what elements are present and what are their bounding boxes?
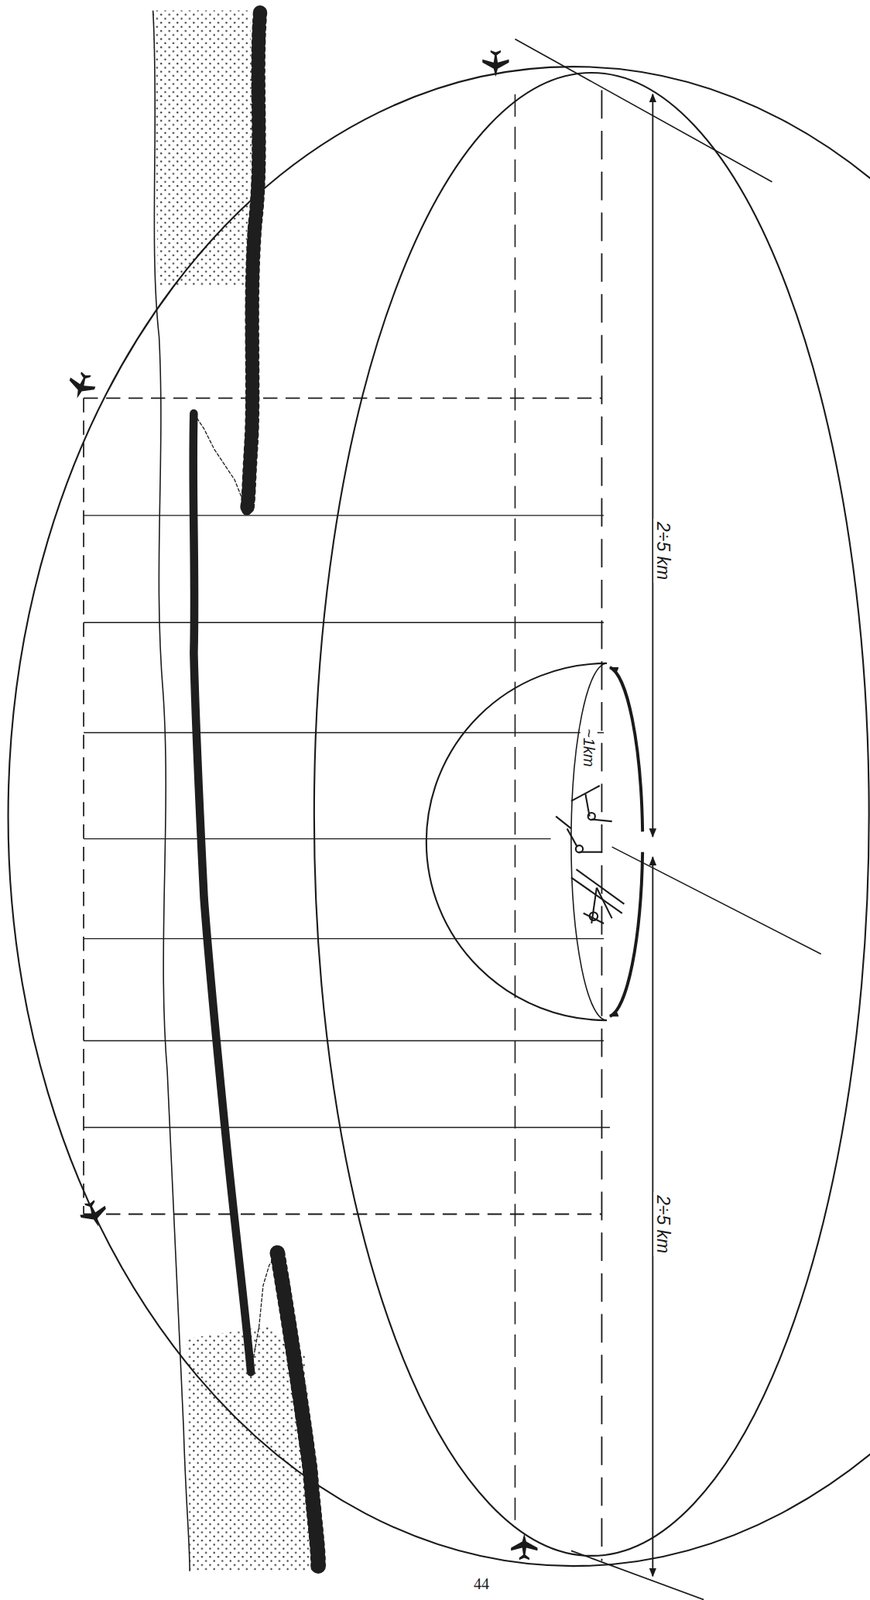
hemisphere xyxy=(426,663,607,1021)
dimension-label: 2÷5 km xyxy=(653,518,673,583)
river-line xyxy=(153,10,190,1572)
gun-crew xyxy=(555,785,624,924)
dimension-line xyxy=(651,94,654,837)
dashed-line xyxy=(601,89,603,1561)
dashed-line xyxy=(83,1213,602,1216)
radius-arrow xyxy=(609,667,643,832)
tangent-line xyxy=(514,38,772,182)
radius-label: ~1km xyxy=(579,725,597,770)
tangent-line xyxy=(571,1550,704,1600)
dimension-label: 2÷5 km xyxy=(653,1191,673,1257)
terrain-area xyxy=(153,10,254,287)
aircraft xyxy=(64,50,538,1560)
front-line xyxy=(193,12,319,1566)
page-number: 44 xyxy=(470,1575,493,1593)
dashed-line xyxy=(83,397,602,399)
hemisphere-base xyxy=(571,663,607,1021)
radius-arrow xyxy=(609,852,643,1017)
leader-line xyxy=(612,846,822,954)
dashed-line xyxy=(514,94,517,1526)
outer-zone xyxy=(8,66,870,1566)
grid-lines xyxy=(83,515,610,1128)
inner-zone xyxy=(314,72,870,1556)
dashed-line xyxy=(82,397,85,1214)
